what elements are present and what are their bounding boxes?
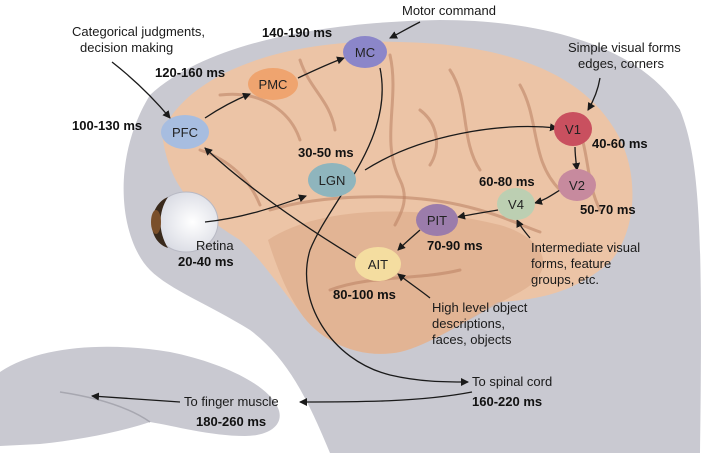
timing-pfc: 100-130 ms bbox=[72, 118, 142, 133]
node-label-lgn: LGN bbox=[319, 173, 346, 188]
label-simple-visual-1: Simple visual forms bbox=[568, 40, 681, 55]
label-finger-muscle: To finger muscle bbox=[184, 394, 279, 409]
label-intermediate-2: forms, feature bbox=[531, 256, 611, 271]
timing-lgn: 30-50 ms bbox=[298, 145, 354, 160]
node-v4: V4 bbox=[497, 188, 535, 220]
timing-finger: 180-260 ms bbox=[196, 414, 266, 429]
node-pfc: PFC bbox=[161, 115, 209, 149]
label-intermediate-3: groups, etc. bbox=[531, 272, 599, 287]
label-spinal-cord: To spinal cord bbox=[472, 374, 552, 389]
label-high-level-3: faces, objects bbox=[432, 332, 512, 347]
timing-pmc: 120-160 ms bbox=[155, 65, 225, 80]
timing-spinal: 160-220 ms bbox=[472, 394, 542, 409]
label-retina: Retina bbox=[196, 238, 234, 253]
node-label-v4: V4 bbox=[508, 197, 524, 212]
node-v2: V2 bbox=[558, 169, 596, 201]
timing-retina: 20-40 ms bbox=[178, 254, 234, 269]
node-label-pit: PIT bbox=[427, 213, 447, 228]
node-v1: V1 bbox=[554, 112, 592, 146]
label-categorical-2: decision making bbox=[80, 40, 173, 55]
node-lgn: LGN bbox=[308, 163, 356, 197]
label-high-level-2: descriptions, bbox=[432, 316, 505, 331]
node-ait: AIT bbox=[355, 247, 401, 281]
node-label-v2: V2 bbox=[569, 178, 585, 193]
label-categorical-1: Categorical judgments, bbox=[72, 24, 205, 39]
label-high-level-1: High level object bbox=[432, 300, 528, 315]
timing-ait: 80-100 ms bbox=[333, 287, 396, 302]
node-label-pfc: PFC bbox=[172, 125, 198, 140]
node-label-v1: V1 bbox=[565, 122, 581, 137]
label-simple-visual-2: edges, corners bbox=[578, 56, 664, 71]
node-label-mc: MC bbox=[355, 45, 375, 60]
timing-v4: 60-80 ms bbox=[479, 174, 535, 189]
timing-pit: 70-90 ms bbox=[427, 238, 483, 253]
node-mc: MC bbox=[343, 36, 387, 68]
timing-v1: 40-60 ms bbox=[592, 136, 648, 151]
node-pmc: PMC bbox=[248, 68, 298, 100]
node-label-pmc: PMC bbox=[259, 77, 288, 92]
label-motor-command: Motor command bbox=[402, 3, 496, 18]
node-label-ait: AIT bbox=[368, 257, 388, 272]
timing-v2: 50-70 ms bbox=[580, 202, 636, 217]
node-pit: PIT bbox=[416, 204, 458, 236]
timing-mc: 140-190 ms bbox=[262, 25, 332, 40]
label-intermediate-1: Intermediate visual bbox=[531, 240, 640, 255]
